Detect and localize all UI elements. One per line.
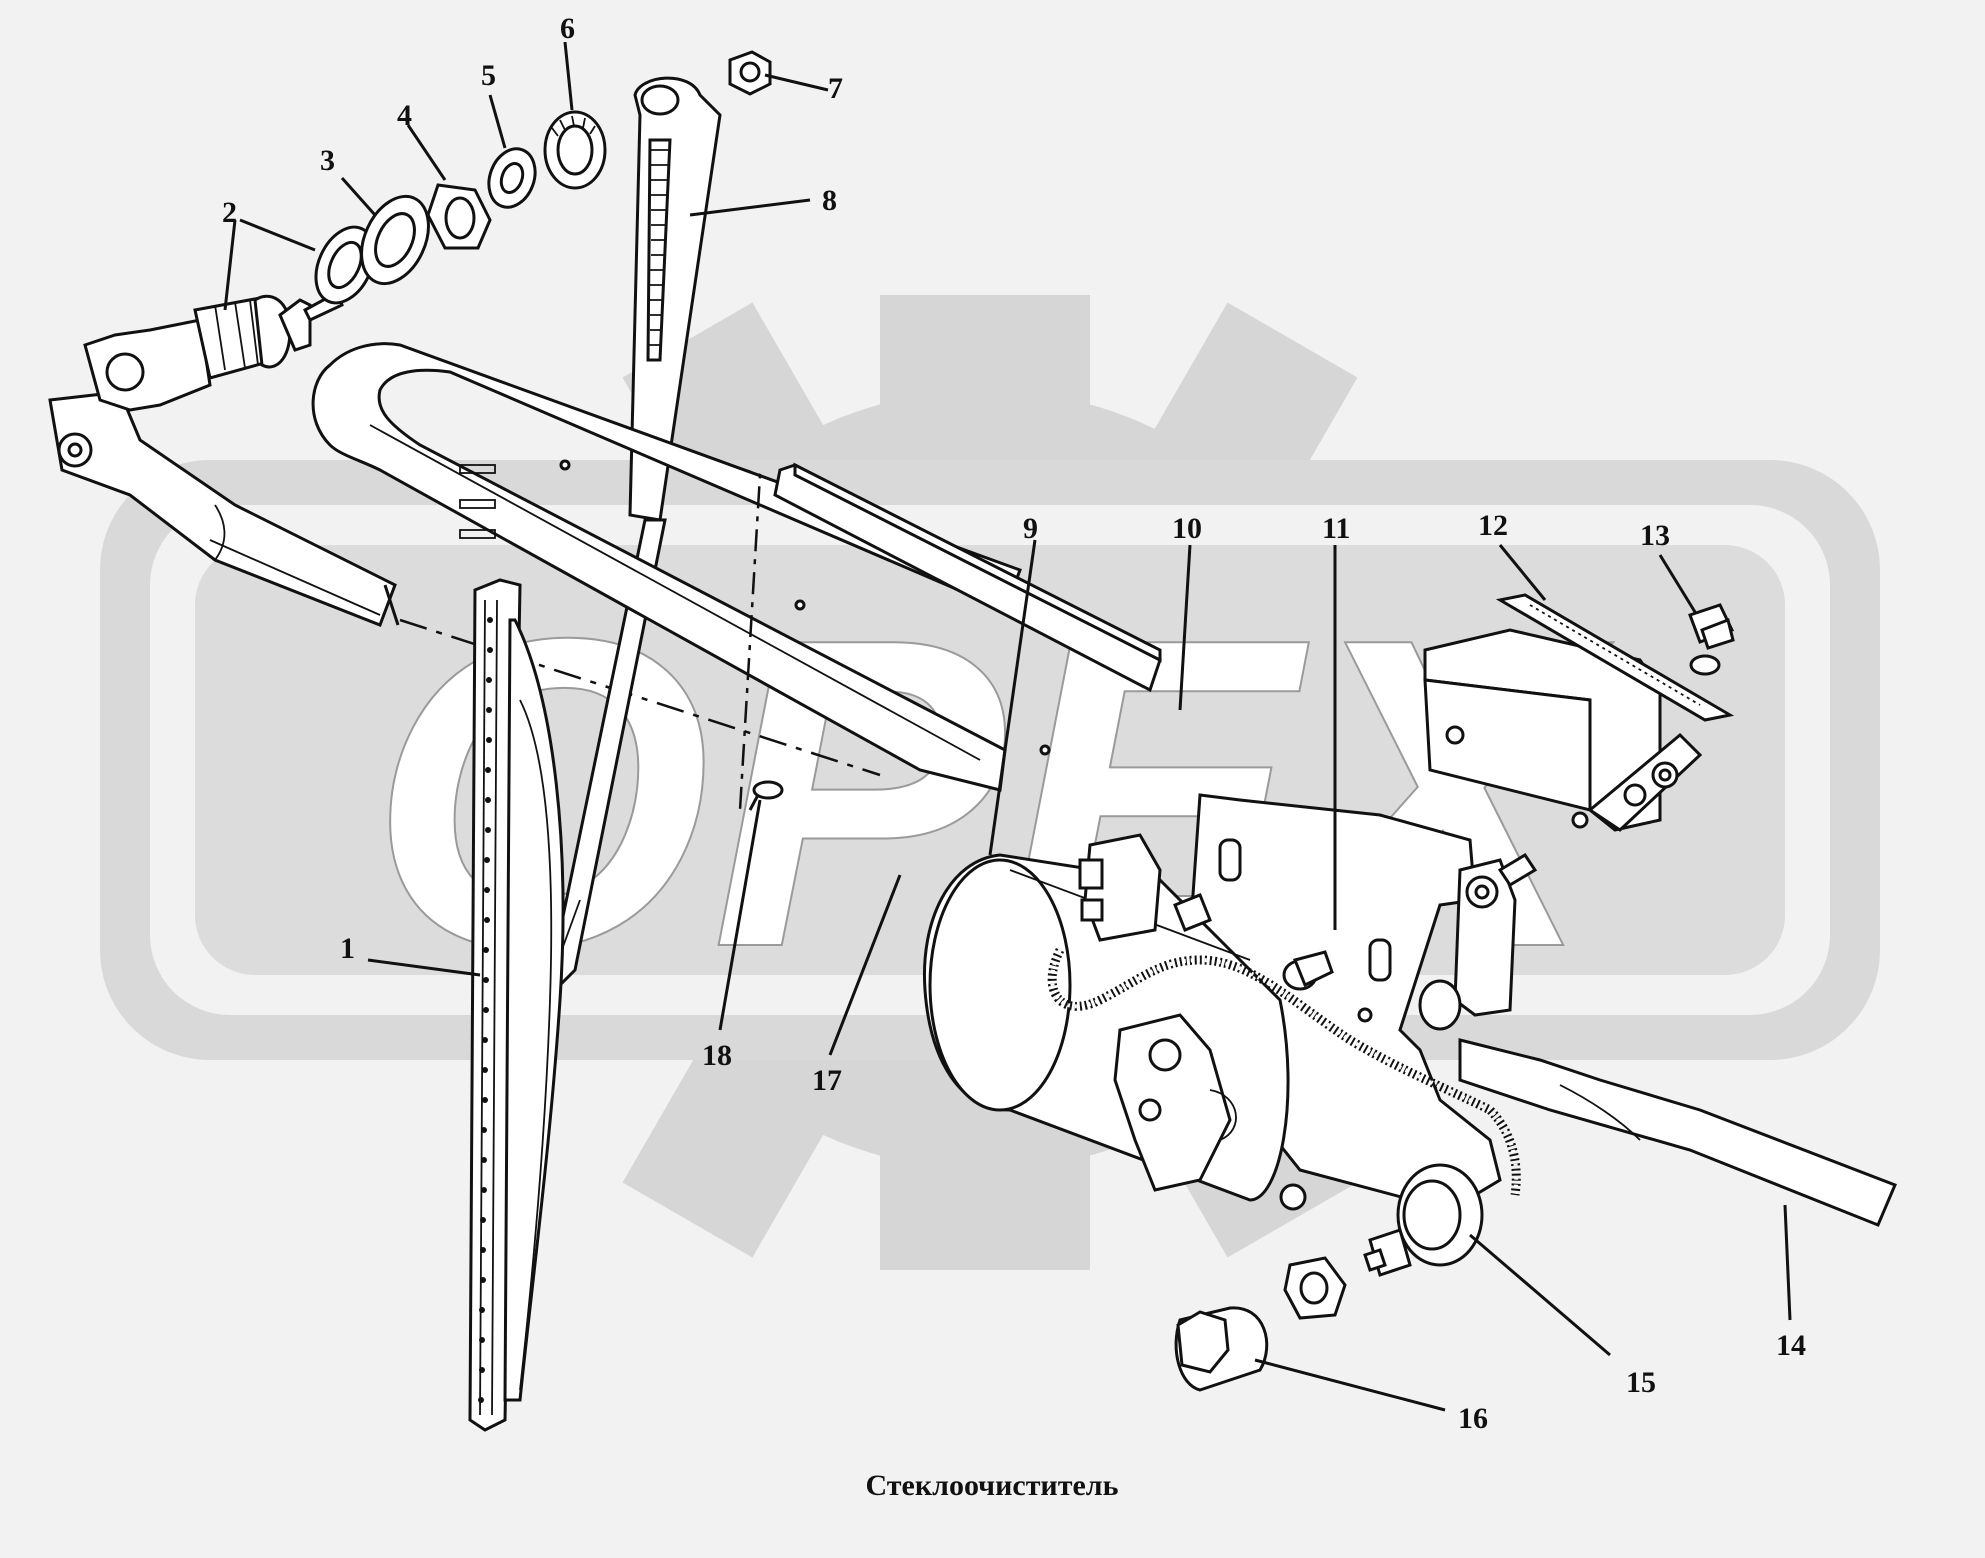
cap-nut-16: [1174, 1306, 1269, 1392]
lock-nut: [1283, 1256, 1347, 1320]
mounting-bracket: [311, 342, 1051, 792]
callout-labels: 1 2 3 4 5 6 7 8 9 10 11 12 13 14 15 16 1…: [222, 12, 1806, 1435]
switch-knob-assembly: [1363, 1163, 1484, 1277]
callout-2: 2: [222, 196, 237, 229]
callout-17: 17: [812, 1064, 842, 1097]
bolt-13: [1688, 603, 1735, 676]
crank-lever: [1418, 852, 1538, 1031]
callout-8: 8: [822, 184, 837, 217]
callout-5: 5: [481, 59, 496, 92]
bolt-11: [1282, 950, 1334, 991]
nut-7: [728, 50, 772, 96]
callout-15: 15: [1626, 1366, 1656, 1399]
callout-14: 14: [1776, 1329, 1806, 1362]
nut-4: [426, 183, 492, 250]
callout-6: 6: [560, 12, 575, 45]
centerline-left: [399, 618, 881, 777]
right-bracket: [1423, 628, 1703, 832]
wiper-blade: [468, 578, 565, 1432]
callout-11: 11: [1322, 512, 1350, 545]
leader-lines: [223, 41, 1792, 1412]
wiper-arm: [553, 76, 722, 989]
callout-1: 1: [340, 932, 355, 965]
bushing-3: [360, 194, 430, 286]
callout-18: 18: [702, 1039, 732, 1072]
cap-nut-6: [543, 110, 607, 190]
washer-5: [487, 147, 537, 209]
figure-caption: Стеклоочиститель: [866, 1469, 1119, 1502]
wiper-motor: [922, 833, 1521, 1202]
drive-rod: [1458, 1038, 1897, 1227]
callout-7: 7: [828, 72, 843, 105]
screw-18: [748, 780, 784, 811]
callout-13: 13: [1640, 519, 1670, 552]
wiper-spindle: [83, 289, 344, 412]
callout-4: 4: [397, 99, 412, 132]
centerline-bracket: [729, 463, 762, 811]
callout-10: 10: [1172, 512, 1202, 545]
gasket-12: [1495, 593, 1735, 722]
callout-16: 16: [1458, 1402, 1488, 1435]
left-lever-link: [48, 390, 400, 627]
callout-12: 12: [1478, 509, 1508, 542]
seal-strip: [773, 462, 1162, 693]
callout-3: 3: [320, 144, 335, 177]
callout-9: 9: [1023, 512, 1038, 545]
